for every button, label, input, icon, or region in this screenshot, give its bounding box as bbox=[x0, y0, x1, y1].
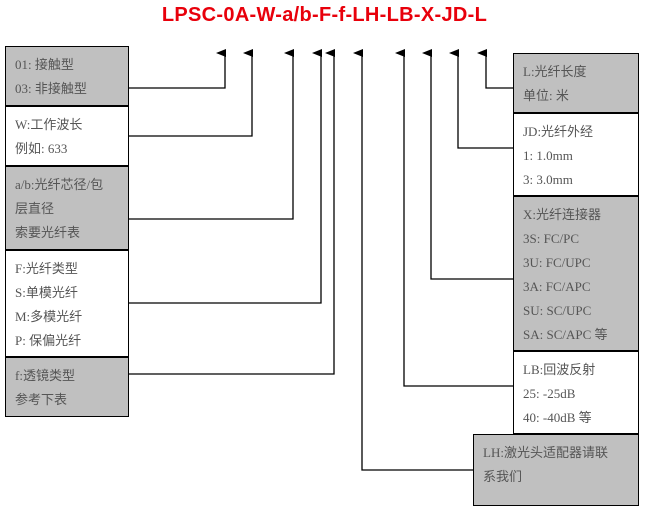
lens-type-box: f:透镜类型 参考下表 bbox=[5, 357, 129, 417]
arrow-connector bbox=[422, 49, 513, 280]
arrow-jacket-diameter bbox=[449, 49, 513, 149]
box-line: f:透镜类型 bbox=[15, 368, 75, 383]
model-code-title: LPSC-0A-W-a/b-F-f-LH-LB-X-JD-L bbox=[161, 4, 488, 26]
box-line: M:多模光纤 bbox=[15, 309, 83, 324]
box-line: 系我们 bbox=[483, 469, 523, 484]
box-line: F:光纤类型 bbox=[15, 261, 78, 276]
box-line: P: 保偏光纤 bbox=[15, 333, 82, 348]
box-line: 层直径 bbox=[15, 201, 55, 216]
box-line: S:单模光纤 bbox=[15, 285, 78, 300]
box-line: LH:激光头适配器请联 bbox=[483, 445, 608, 460]
arrow-contact-type bbox=[129, 49, 226, 89]
box-line: 01: 接触型 bbox=[15, 57, 74, 72]
box-line: a/b:光纤芯径/包 bbox=[15, 177, 104, 192]
box-line: 3U: FC/UPC bbox=[523, 255, 591, 270]
box-line: 25: -25dB bbox=[523, 386, 576, 401]
box-line: 单位: 米 bbox=[523, 88, 569, 103]
box-line: 3A: FC/APC bbox=[523, 279, 591, 294]
fiber-type-box: F:光纤类型 S:单模光纤 M:多模光纤 P: 保偏光纤 bbox=[5, 250, 129, 357]
arrow-fiber-length bbox=[477, 49, 513, 89]
jacket-diameter-box: JD:光纤外经 1: 1.0mm 3: 3.0mm bbox=[513, 113, 639, 196]
arrow-core-diameter bbox=[129, 49, 294, 220]
box-line: 例如: 633 bbox=[15, 141, 68, 156]
box-line: 40: -40dB 等 bbox=[523, 410, 592, 425]
wavelength-box: W:工作波长 例如: 633 bbox=[5, 106, 129, 166]
fiber-length-box: L:光纤长度 单位: 米 bbox=[513, 53, 639, 113]
arrow-return-loss bbox=[395, 49, 513, 387]
box-line: 1: 1.0mm bbox=[523, 148, 573, 163]
contact-type-box: 01: 接触型 03: 非接触型 bbox=[5, 46, 129, 106]
box-line: LB:回波反射 bbox=[523, 362, 596, 377]
arrow-fiber-type bbox=[129, 49, 322, 304]
box-line: 3S: FC/PC bbox=[523, 231, 580, 246]
return-loss-box: LB:回波反射 25: -25dB 40: -40dB 等 bbox=[513, 351, 639, 434]
box-line: 参考下表 bbox=[15, 392, 68, 407]
core-diameter-box: a/b:光纤芯径/包 层直径 索要光纤表 bbox=[5, 166, 129, 250]
box-line: JD:光纤外经 bbox=[523, 124, 594, 139]
box-line: 3: 3.0mm bbox=[523, 172, 573, 187]
laser-adapter-box: LH:激光头适配器请联 系我们 bbox=[473, 434, 639, 506]
box-line: X:光纤连接器 bbox=[523, 207, 602, 222]
box-line: 索要光纤表 bbox=[15, 225, 81, 240]
arrow-lens-type bbox=[129, 49, 335, 375]
arrow-laser-adapter bbox=[353, 49, 473, 471]
box-line: 03: 非接触型 bbox=[15, 81, 87, 96]
box-line: L:光纤长度 bbox=[523, 64, 587, 79]
arrow-wavelength bbox=[129, 49, 253, 137]
box-line: SA: SC/APC 等 bbox=[523, 327, 608, 342]
box-line: W:工作波长 bbox=[15, 117, 83, 132]
box-line: SU: SC/UPC bbox=[523, 303, 592, 318]
connector-box: X:光纤连接器 3S: FC/PC 3U: FC/UPC 3A: FC/APC … bbox=[513, 196, 639, 351]
